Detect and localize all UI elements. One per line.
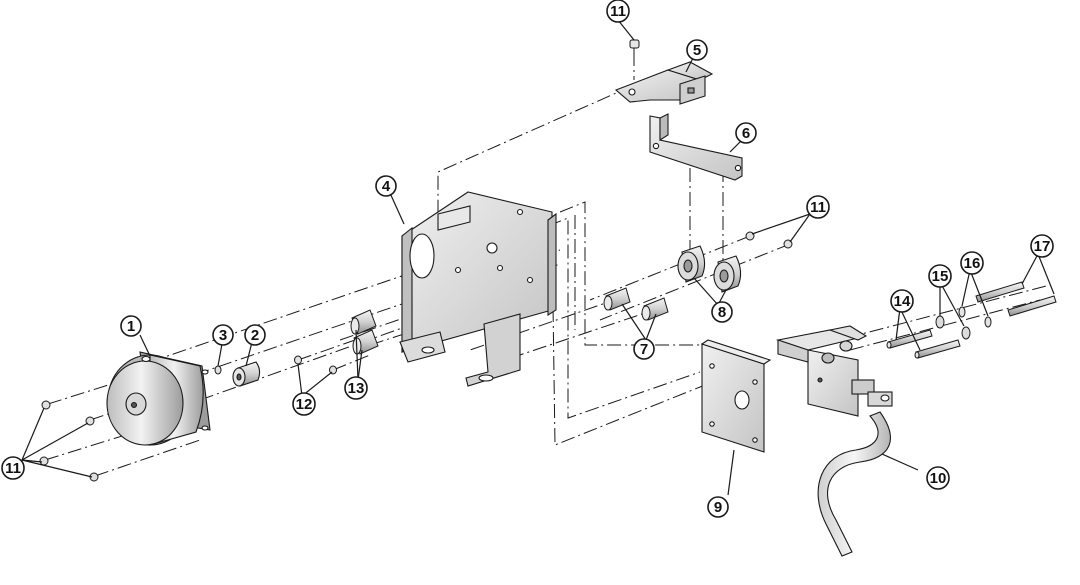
callout-circle bbox=[606, 0, 630, 23]
callout-circle bbox=[926, 466, 950, 490]
callout-c13: 13 bbox=[344, 376, 368, 400]
callout-circle bbox=[711, 301, 733, 323]
callout-c16: 16 bbox=[960, 251, 984, 275]
part-16-washers bbox=[958, 306, 992, 328]
callout-circle bbox=[120, 315, 142, 337]
part-2-coupling bbox=[232, 361, 261, 387]
callout-c17: 17 bbox=[1030, 234, 1054, 258]
callout-c2: 2 bbox=[244, 324, 266, 346]
callout-c12: 12 bbox=[292, 392, 316, 416]
part-6-long-bracket bbox=[649, 113, 743, 181]
part-3-washer bbox=[214, 365, 222, 375]
part-1-stepper-motor bbox=[106, 351, 211, 446]
callout-c11-right: 11 bbox=[806, 195, 830, 219]
callout-c15: 15 bbox=[928, 264, 952, 288]
callout-label: 8 bbox=[718, 304, 726, 321]
callout-label: 11 bbox=[610, 3, 626, 20]
callout-circle bbox=[1, 456, 25, 480]
callout-c6: 6 bbox=[735, 122, 757, 144]
callout-c7: 7 bbox=[633, 338, 655, 360]
callout-label: 16 bbox=[964, 255, 981, 272]
callout-label: 10 bbox=[930, 470, 947, 487]
callout-circle bbox=[633, 338, 655, 360]
callout-circle bbox=[212, 324, 234, 346]
callout-c10: 10 bbox=[926, 466, 950, 490]
callout-circle bbox=[707, 496, 729, 518]
callout-circle bbox=[928, 264, 952, 288]
callout-circle bbox=[735, 122, 757, 144]
callout-label: 3 bbox=[219, 327, 227, 344]
part-11-screws-right bbox=[745, 231, 793, 249]
callout-c9: 9 bbox=[707, 496, 729, 518]
callout-circle bbox=[1030, 234, 1054, 258]
part-11-screw-top bbox=[629, 39, 640, 54]
callout-c5: 5 bbox=[686, 39, 708, 61]
callout-c8: 8 bbox=[711, 301, 733, 323]
callout-label: 14 bbox=[894, 293, 911, 310]
callout-circle bbox=[244, 324, 266, 346]
callout-label: 7 bbox=[640, 341, 648, 358]
callout-c3: 3 bbox=[212, 324, 234, 346]
callout-c11-left: 11 bbox=[1, 456, 25, 480]
callout-c14: 14 bbox=[890, 289, 914, 313]
callout-circle bbox=[686, 39, 708, 61]
callout-label: 11 bbox=[810, 199, 826, 216]
callout-label: 9 bbox=[714, 499, 722, 516]
callout-circle bbox=[344, 376, 368, 400]
callout-label: 6 bbox=[742, 125, 750, 142]
callout-label: 17 bbox=[1034, 238, 1051, 255]
part-17-long-shafts bbox=[975, 281, 1057, 317]
callout-label: 11 bbox=[5, 460, 21, 477]
callout-circle bbox=[960, 251, 984, 275]
callout-c4: 4 bbox=[375, 175, 397, 197]
callout-circle bbox=[292, 392, 316, 416]
callout-label: 15 bbox=[932, 268, 949, 285]
part-15-washers bbox=[935, 315, 971, 340]
callout-circle bbox=[375, 175, 397, 197]
part-10-sensor-assembly bbox=[775, 325, 893, 557]
part-13-spacers bbox=[350, 309, 379, 355]
part-4-main-bracket bbox=[399, 191, 557, 387]
part-9-plate bbox=[700, 339, 772, 453]
part-7-standoffs bbox=[603, 287, 669, 321]
part-5-small-bracket bbox=[614, 61, 714, 105]
part-11-screws-left bbox=[39, 400, 99, 482]
callout-label: 5 bbox=[693, 42, 701, 59]
part-14-shafts bbox=[886, 329, 961, 359]
callout-c11-top: 11 bbox=[606, 0, 630, 23]
callout-circle bbox=[806, 195, 830, 219]
callout-label: 4 bbox=[382, 178, 391, 195]
callout-label: 1 bbox=[127, 318, 135, 335]
callout-label: 12 bbox=[296, 396, 313, 413]
part-8-rollers bbox=[677, 245, 742, 293]
callout-label: 2 bbox=[251, 327, 259, 344]
callout-label: 13 bbox=[348, 380, 365, 397]
callout-c1: 1 bbox=[120, 315, 142, 337]
callout-circle bbox=[890, 289, 914, 313]
